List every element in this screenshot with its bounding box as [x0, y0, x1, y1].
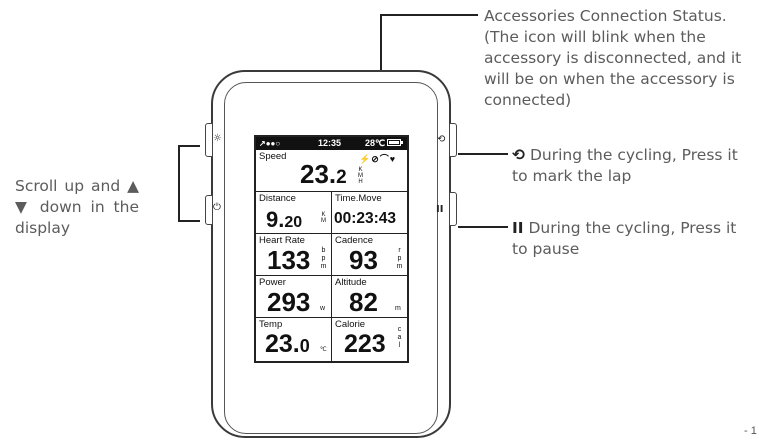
power-button[interactable] [205, 195, 213, 225]
scroll-bracket-top [178, 145, 200, 147]
scroll-note: Scroll up and ▲ ▼ down in the display [15, 177, 139, 237]
leader-lap [458, 153, 508, 155]
heart-rate-icon: ♥ [389, 154, 397, 164]
distance-label: Distance [259, 193, 296, 204]
lap-button-icon: ⟲ [437, 134, 446, 145]
speed-sensor-icon: ⌒ [379, 154, 390, 164]
status-time: 12:35 [318, 138, 342, 148]
heart-rate-label: Heart Rate [259, 235, 305, 246]
temp-field: Temp 23.0 ℃ [256, 318, 332, 361]
scroll-bracket-bottom [178, 220, 200, 222]
cadence-label: Cadence [335, 235, 374, 246]
speed-value: 23.2 [300, 161, 347, 187]
lap-button[interactable] [449, 123, 457, 157]
temp-unit: ℃ [320, 347, 327, 353]
status-bar: ↗●●○ 12:35 28℃ [256, 137, 407, 150]
lap-note: ⟲ During the cycling, Press it to mark t… [512, 145, 752, 187]
light-button[interactable] [205, 123, 213, 157]
lap-icon: ⟲ [512, 146, 525, 164]
light-icon: ☼ [213, 133, 222, 144]
pause-button-icon: II [436, 204, 444, 215]
heart-rate-value: 133 [267, 245, 311, 275]
altitude-value: 82 [349, 287, 378, 317]
leader-accessory-horizontal [381, 14, 478, 16]
pause-note-text: During the cycling, Press it to pause [512, 219, 737, 258]
lap-note-text: During the cycling, Press it to mark the… [512, 146, 738, 185]
power-field: Power 293 w [256, 276, 332, 318]
scroll-bracket-vertical [178, 145, 180, 222]
temp-value: 23.0 [265, 330, 310, 358]
distance-value: 9.20 [266, 207, 303, 232]
battery-tip [401, 141, 403, 144]
altitude-field: Altitude 82 m [332, 276, 407, 318]
time-move-label: Time.Move [335, 193, 382, 204]
cadence-value: 93 [349, 245, 378, 275]
power-unit: w [320, 305, 326, 312]
page-number: - 1 [744, 425, 757, 437]
pause-note: II During the cycling, Press it to pause [512, 218, 752, 260]
cadence-icon: ⊘ [371, 154, 380, 164]
altitude-unit: m [395, 305, 401, 312]
time-move-value: 00:23:43 [334, 210, 397, 227]
power-icon: ⏻ [213, 202, 221, 213]
accessory-icons: ⚡⊘⌒♥ [359, 152, 396, 165]
speed-label: Speed [259, 151, 287, 162]
calorie-label: Calorie [335, 319, 366, 330]
battery-icon [387, 139, 401, 146]
calorie-value: 223 [344, 330, 386, 358]
power-value: 293 [267, 287, 311, 317]
power-meter-icon: ⚡ [359, 154, 372, 164]
altitude-label: Altitude [335, 277, 367, 288]
speed-value-text: 23.2 [300, 159, 347, 189]
signal-indicator: ↗●●○ [259, 139, 281, 148]
status-temperature: 28℃ [365, 138, 386, 148]
leader-pause [458, 226, 508, 228]
accessories-status-note: Accessories Connection Status. (The icon… [484, 7, 742, 109]
time-move-field: Time.Move 00:23:43 [332, 192, 407, 234]
power-label: Power [259, 277, 286, 288]
temp-label: Temp [259, 319, 283, 330]
pause-button[interactable] [449, 192, 457, 226]
pause-icon: II [512, 219, 524, 237]
